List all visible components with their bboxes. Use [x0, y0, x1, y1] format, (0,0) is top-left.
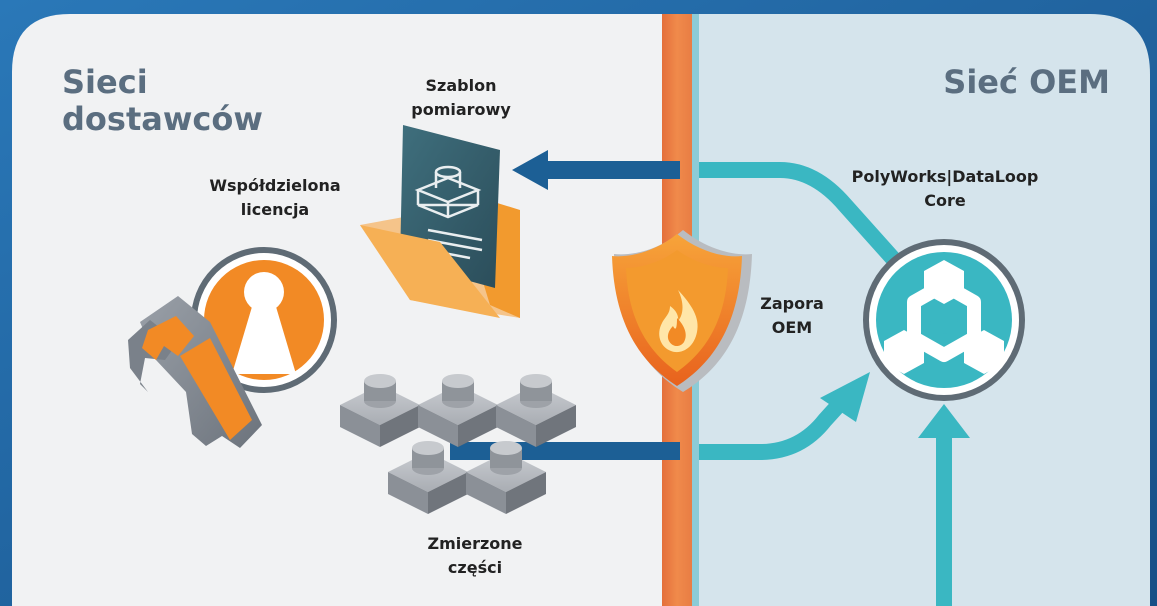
parts-arrow-head [820, 372, 870, 422]
license-key-icon [128, 247, 337, 448]
parts-flow-line [450, 442, 680, 460]
firewall-label: Zapora OEM [760, 294, 824, 337]
template-flow-arrow [512, 150, 680, 190]
dataloop-connectors [699, 162, 952, 606]
dataloop-label: PolyWorks|DataLoop Core [851, 167, 1039, 210]
up-arrow-head [918, 404, 970, 438]
license-label: Współdzielona licencja [209, 176, 341, 219]
firewall-shield-icon [612, 230, 752, 392]
dataloop-hub-icon [863, 239, 1025, 401]
template-folder-icon [360, 125, 520, 318]
template-label: Szablon pomiarowy [411, 76, 511, 119]
supplier-network-title: Sieci dostawców [62, 63, 263, 138]
parts-label: Zmierzone części [427, 534, 523, 577]
oem-network-title: Sieć OEM [943, 63, 1110, 101]
